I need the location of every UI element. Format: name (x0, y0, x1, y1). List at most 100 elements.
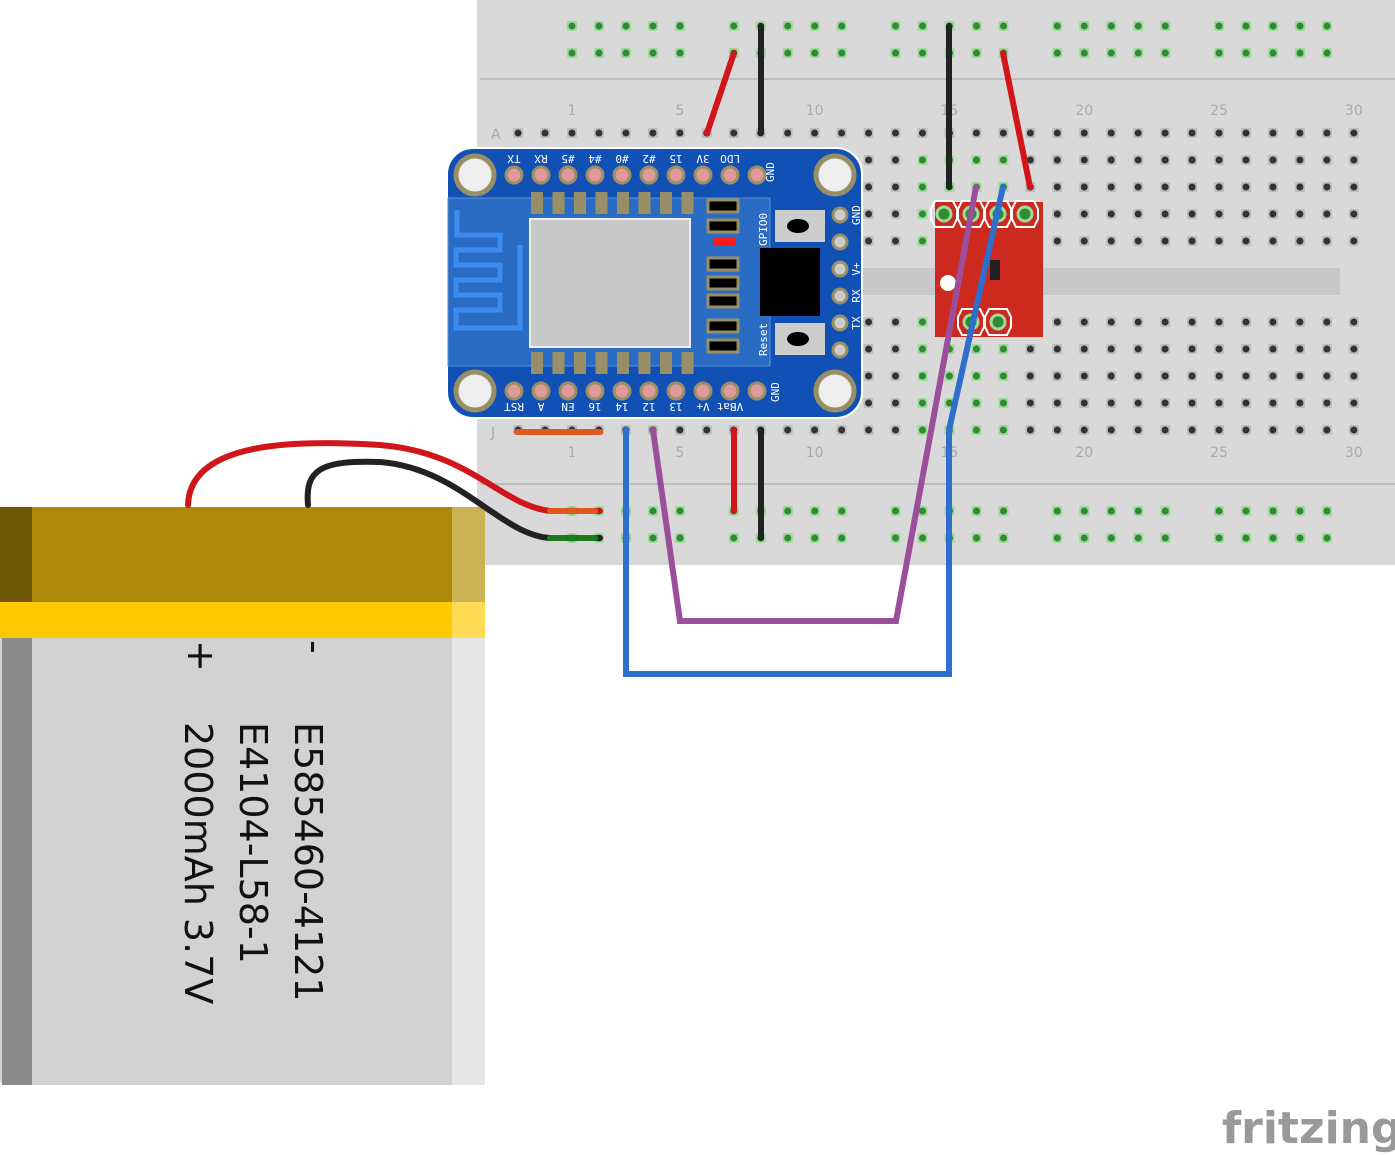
hole-center (1053, 22, 1061, 30)
pin-pad[interactable] (585, 381, 605, 401)
side-pin-pad[interactable] (831, 260, 849, 278)
sensor-pin[interactable] (1016, 205, 1034, 223)
side-pin-pad[interactable] (831, 314, 849, 332)
hole-center (892, 507, 900, 515)
hole-center (1080, 507, 1088, 515)
pin-pad[interactable] (720, 381, 740, 401)
hole-center (1080, 399, 1088, 407)
hole-center (784, 534, 792, 542)
battery-wire-red[interactable] (185, 440, 603, 514)
pin-pad[interactable] (747, 165, 767, 185)
wire-red-3v[interactable] (704, 50, 737, 136)
side-pin-label: V+ (850, 262, 863, 276)
hole-center (1323, 129, 1331, 137)
side-pin-pad[interactable] (831, 287, 849, 305)
pin-pad[interactable] (531, 165, 551, 185)
pin-pad[interactable] (693, 165, 713, 185)
hole-center (973, 534, 981, 542)
pin-pad[interactable] (585, 165, 605, 185)
module-pad (531, 192, 543, 214)
pin-pad[interactable] (531, 381, 551, 401)
hole-center (676, 507, 684, 515)
hole-center (1026, 372, 1034, 380)
hole-center (1053, 156, 1061, 164)
hole-center (1242, 129, 1250, 137)
pin-pad[interactable] (612, 381, 632, 401)
pin-pad[interactable] (558, 165, 578, 185)
hole-center (1134, 318, 1142, 326)
hole-center (1296, 22, 1304, 30)
hole-center (649, 129, 657, 137)
sensor-pin[interactable] (989, 313, 1007, 331)
hole-center (892, 372, 900, 380)
pin-pad[interactable] (612, 165, 632, 185)
pin-pad[interactable] (639, 381, 659, 401)
lipo-battery[interactable]: + - E585460-4121 E4104-L58-1 2000mAh 3.7… (0, 507, 485, 1085)
hole-center (1215, 49, 1223, 57)
wire-red-sensor-vcc[interactable] (1000, 50, 1033, 190)
pin-pad[interactable] (666, 165, 686, 185)
pin-pad[interactable] (747, 381, 767, 401)
hole-center (865, 318, 873, 326)
hole-center (1134, 49, 1142, 57)
hole-center (1134, 129, 1142, 137)
hole-center (1296, 49, 1304, 57)
hole-center (1053, 129, 1061, 137)
hole-center (918, 237, 926, 245)
hole-center (811, 129, 819, 137)
hole-center (1242, 49, 1250, 57)
hole-center (1053, 372, 1061, 380)
smd-component (706, 256, 740, 272)
hole-center (1242, 399, 1250, 407)
hole-center (1134, 426, 1142, 434)
hole-center (703, 426, 711, 434)
wire-purple-sda[interactable] (650, 184, 979, 624)
hole-center (1188, 399, 1196, 407)
hole-center (541, 129, 549, 137)
pin-pad[interactable] (666, 381, 686, 401)
hole-center (1134, 372, 1142, 380)
module-pad (617, 352, 629, 374)
hole-center (1053, 318, 1061, 326)
hole-center (1242, 345, 1250, 353)
pin-pad[interactable] (504, 381, 524, 401)
hole-center (1107, 210, 1115, 218)
hole-center (973, 507, 981, 515)
antenna-trace (453, 210, 523, 331)
pin-pad[interactable] (693, 381, 713, 401)
sensor-pad-outline (984, 200, 1012, 228)
hole-center (1269, 183, 1277, 191)
hole-center (918, 129, 926, 137)
side-pin-pad[interactable] (831, 206, 849, 224)
side-pin-pad[interactable] (831, 233, 849, 251)
hole-center (1134, 156, 1142, 164)
hole-center (1080, 156, 1088, 164)
battery-wire-black[interactable] (304, 458, 603, 541)
hole-center (838, 507, 846, 515)
hole-center (892, 22, 900, 30)
hole-center (1161, 49, 1169, 57)
pin-pad[interactable] (558, 381, 578, 401)
sensor-breakout[interactable] (930, 200, 1043, 337)
hole-center (919, 49, 927, 57)
pin-pad[interactable] (504, 165, 524, 185)
module-pad (574, 192, 586, 214)
side-pin-pad[interactable] (831, 341, 849, 359)
wire-blue-scl[interactable] (623, 184, 1006, 677)
hole-center (1323, 534, 1331, 542)
pin-pad[interactable] (720, 165, 740, 185)
sensor-pin[interactable] (935, 205, 953, 223)
hole-center (1161, 534, 1169, 542)
hole-center (972, 156, 980, 164)
hole-center (838, 426, 846, 434)
hole-center (892, 129, 900, 137)
pin-label-top: 15 (669, 152, 682, 165)
pin-pad[interactable] (639, 165, 659, 185)
hole-center (1188, 318, 1196, 326)
hole-center (919, 507, 927, 515)
hole-center (918, 210, 926, 218)
pin-label-bottom: GND (769, 382, 782, 402)
hole-center (649, 22, 657, 30)
